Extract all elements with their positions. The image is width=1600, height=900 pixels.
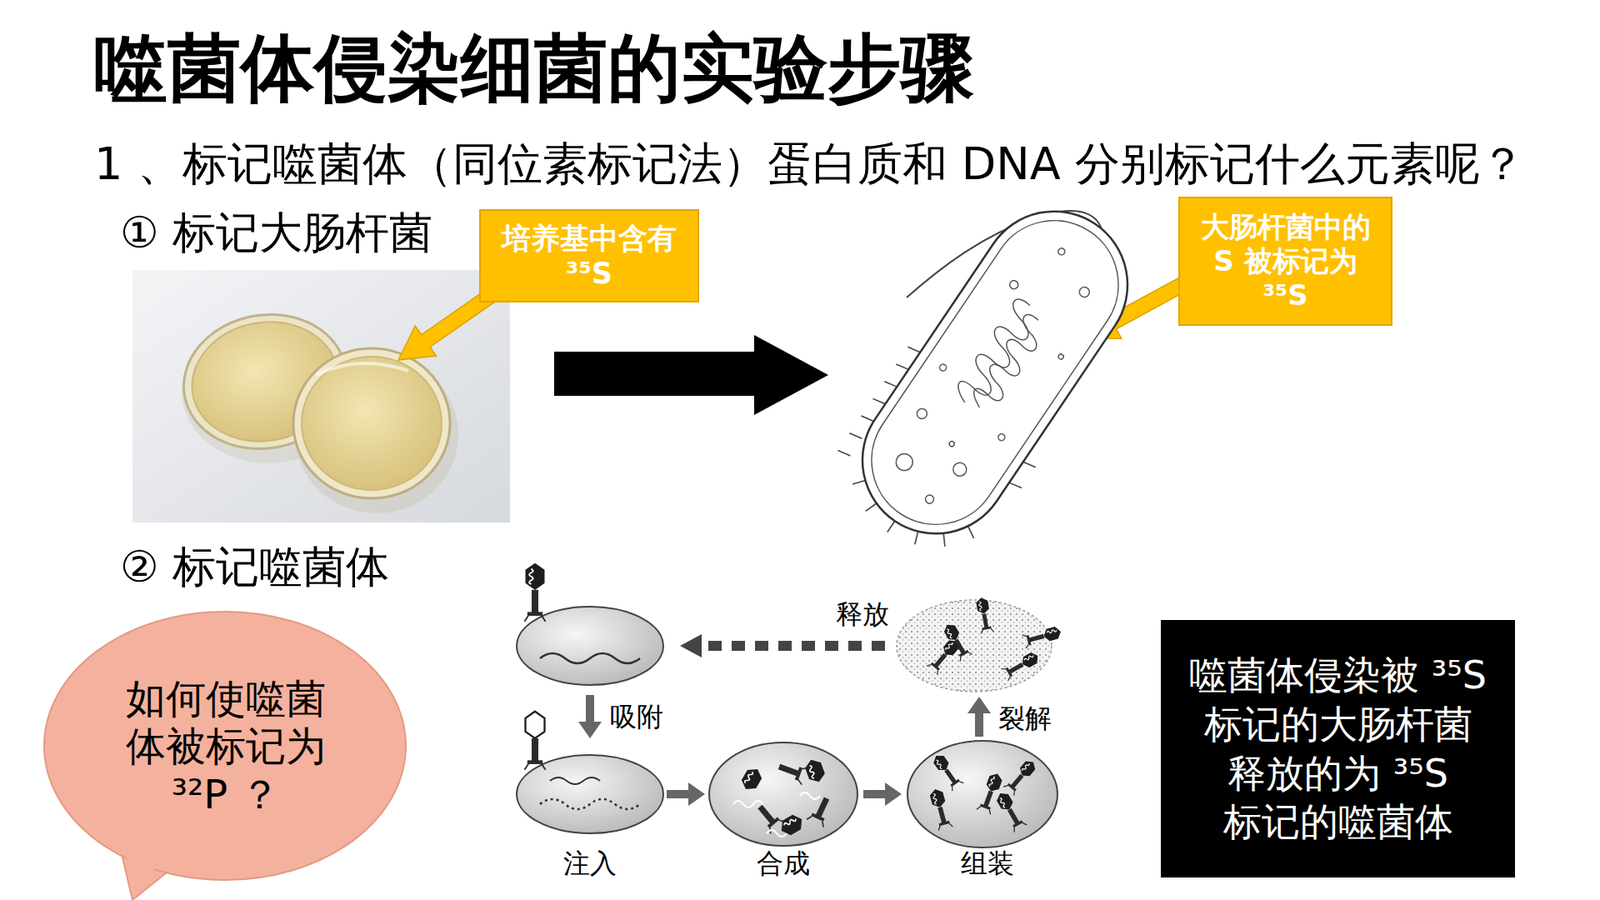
stage-label: 释放	[835, 598, 890, 630]
node-text-block: 培养基中含有 ³⁵S	[489, 220, 690, 291]
arrow-head	[680, 634, 702, 658]
nucleoid	[951, 296, 1055, 420]
phage-cycle	[516, 563, 1063, 848]
phage	[524, 563, 545, 622]
process-arrow	[554, 335, 829, 415]
arrow-head	[688, 782, 705, 806]
cytoplasm-granules	[872, 228, 1114, 521]
arrow-head	[967, 696, 991, 714]
photo-background	[132, 270, 510, 523]
node-text: 培养基中含有 ³⁵S	[489, 220, 690, 291]
host-cell	[516, 755, 664, 834]
step-heading: ① 标记大肠杆菌	[120, 206, 433, 259]
phage-parts	[733, 756, 835, 838]
e-coli-cell	[815, 175, 1168, 581]
petri-dish	[293, 348, 450, 499]
lysed-cell	[896, 600, 1052, 692]
callout-box: 培养基中含有 ³⁵S	[479, 209, 700, 303]
phage-dna	[550, 777, 600, 785]
lysis-arrow	[975, 713, 984, 737]
slide-title: 噬菌体侵染细菌的实验步骤	[94, 28, 975, 110]
bubble-seam	[124, 843, 168, 885]
node-text-block: 噬菌体侵染被 ³⁵S 标记的大肠杆菌 释放的为 ³⁵S 标记的噬菌体	[1180, 650, 1495, 848]
speech-bubble: 如何使噬菌体被标记为 ³²P ？	[42, 610, 410, 900]
cycle-arrows	[578, 634, 991, 806]
node-text: 如何使噬菌体被标记为 ³²P ？	[121, 675, 330, 820]
dish-highlight	[316, 363, 409, 375]
host-cell	[907, 740, 1058, 848]
phage-ghost	[524, 711, 545, 770]
arrow-head	[578, 721, 602, 739]
stage-label: 组装	[960, 847, 1015, 880]
agar-medium	[301, 356, 442, 490]
petri-dish-photo	[132, 270, 510, 523]
arrow-head	[885, 782, 902, 806]
host-cell	[516, 606, 664, 685]
node-text-block: 大肠杆菌中的 S 被标记为 ³⁵S	[1190, 210, 1381, 312]
assembled-phages	[928, 751, 1040, 833]
host-cell	[709, 742, 858, 846]
stage-label: 裂解	[998, 702, 1052, 735]
cell-wall	[834, 183, 1156, 563]
stage-label: 吸附	[610, 700, 664, 733]
step-arrow	[863, 790, 885, 799]
adsorb-arrow	[585, 695, 595, 722]
cell-membrane	[846, 195, 1144, 550]
stage-label: 合成	[756, 847, 810, 880]
host-dna	[540, 653, 640, 664]
bubble-body	[44, 611, 406, 880]
node-text: 噬菌体侵染被 ³⁵S 标记的大肠杆菌 释放的为 ³⁵S 标记的噬菌体	[1180, 650, 1495, 848]
node-text: 大肠杆菌中的 S 被标记为 ³⁵S	[1190, 210, 1381, 312]
release-arrow	[698, 640, 885, 651]
step-arrow	[666, 790, 689, 799]
host-dna	[540, 799, 640, 810]
stage-label: 注入	[563, 847, 617, 880]
note-box: 噬菌体侵染被 ³⁵S 标记的大肠杆菌 释放的为 ³⁵S 标记的噬菌体	[1160, 620, 1515, 878]
step-heading: ② 标记噬菌体	[120, 540, 390, 593]
question-text: 1 、标记噬菌体（同位素标记法）蛋白质和 DNA 分别标记什么元素呢？	[94, 137, 1525, 192]
callout-box: 大肠杆菌中的 S 被标记为 ³⁵S	[1178, 196, 1393, 326]
node-text-block: 如何使噬菌体被标记为 ³²P ？	[121, 675, 330, 820]
released-phages	[926, 596, 1063, 681]
